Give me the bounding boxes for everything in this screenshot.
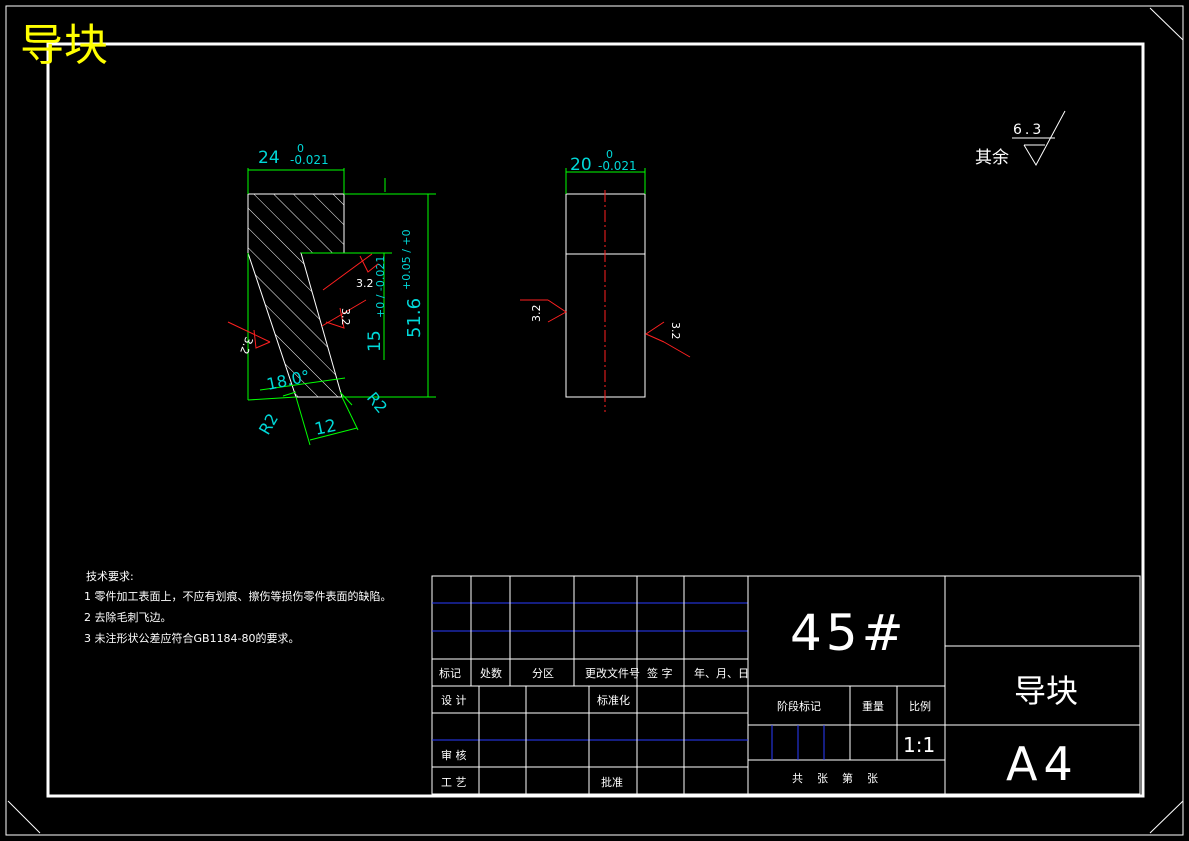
tb-label-process: 工 艺 [441,776,467,789]
corner-tick [1149,800,1184,834]
tech-req-item: 1 零件加工表面上，不应有划痕、擦伤等损伤零件表面的缺陷。 [84,589,392,603]
title-block: 标记 处数 分区 更改文件号 签 字 年、月、日 设 计 标准化 审 核 工 艺… [431,575,1141,795]
tb-label-count: 处数 [480,667,502,680]
tb-scale: 1:1 [903,733,935,757]
tb-label-mark: 标记 [439,666,461,680]
radius-left: R2 [255,410,282,438]
dim-slot-tol: +0 / -0.021 [374,256,387,318]
tb-label-approve: 批准 [601,775,623,789]
rough-1: 3.2 [356,277,374,290]
tb-label-sheets: 共 张 第 张 [792,771,878,785]
corner-tick [7,800,41,834]
section-hatched [247,193,345,398]
inner-frame [46,42,1145,798]
tb-material: 45# [790,604,908,662]
tb-label-stage: 阶段标记 [777,699,821,713]
tech-req-heading: 技术要求: [86,570,134,583]
dim-height-tol: +0.05 / +0 [400,229,413,290]
outer-border [5,5,1184,836]
rough-right: 3.2 [669,322,682,340]
dim-width-label: 20 [570,155,592,175]
tech-req-item: 3 未注形状公差应符合GB1184-80的要求。 [84,631,300,645]
tb-label-standard: 标准化 [597,693,630,707]
dim-height-label: 51.6 [404,298,425,338]
tb-sheet-size: A4 [1006,737,1079,791]
roughness-value: 6.3 [1013,122,1044,138]
tb-label-weight: 重量 [862,699,884,713]
rough-left: 3.2 [530,305,543,323]
tb-label-zone: 分区 [532,667,554,680]
corner-tick [1149,7,1184,41]
dim-width-upper: 0 [606,148,613,161]
dim-width-lower: -0.021 [290,153,329,167]
tech-req-item: 2 去除毛刺飞边。 [84,610,172,624]
left-view: 24 0 -0.021 51.6 +0.05 / +0 15 +0 / -0.0… [227,142,436,446]
rough-3: 3.2 [237,335,255,356]
dim-slot-label: 15 [365,330,385,352]
tb-label-sign: 签 字 [647,666,673,680]
dim-width-lower: -0.021 [598,159,637,173]
tb-label-docno: 更改文件号 [585,666,640,680]
radius-right: R2 [363,388,391,417]
technical-requirements: 技术要求: 1 零件加工表面上，不应有划痕、擦伤等损伤零件表面的缺陷。 2 去除… [84,570,392,645]
dim-width-upper: 0 [297,142,304,155]
tb-label-date: 年、月、日 [694,666,749,680]
right-view: 20 0 -0.021 3.2 3.2 [520,148,691,412]
general-roughness-symbol: 其余 6.3 [975,110,1066,168]
tb-label-design: 设 计 [441,694,467,707]
tb-label-ratio: 比例 [909,699,931,713]
drawing-title: 导块 [20,20,108,71]
rough-2: 3.2 [339,308,352,326]
dim-width-label: 24 [258,148,280,168]
roughness-prefix: 其余 [975,148,1009,168]
tb-part-name: 导块 [1014,672,1078,710]
tb-label-check: 审 核 [441,748,467,762]
dim-bottom: 12 [313,416,338,440]
